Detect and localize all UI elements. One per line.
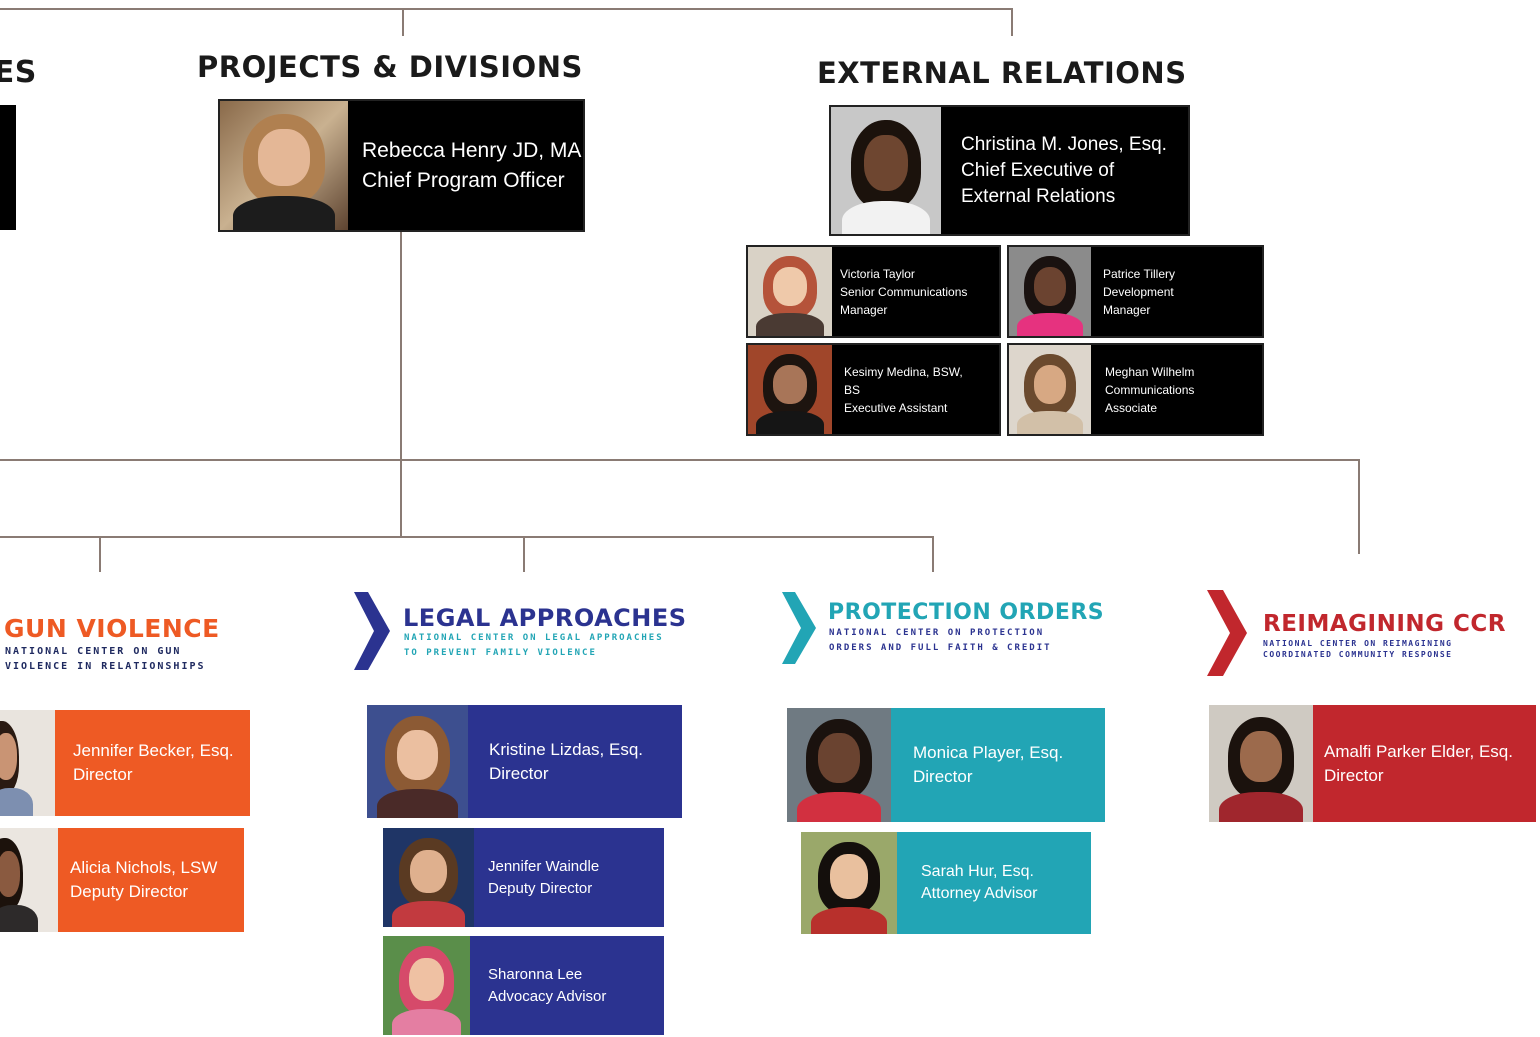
cut-off-card — [0, 105, 16, 230]
legal-staff-photo — [383, 936, 470, 1035]
protection-center-title: PROTECTION ORDERS — [828, 600, 1105, 625]
external-staff-photo — [1009, 345, 1091, 434]
cpo-title: Chief Program Officer — [362, 168, 565, 192]
legal-staff-card: Kristine Lizdas, Esq. Director — [367, 705, 682, 818]
gun-staff-name: Alicia Nichols, LSW — [70, 858, 218, 877]
external-staff-line1: Kesimy Medina, BSW, — [844, 364, 963, 379]
connector-gun-drop — [99, 536, 101, 572]
connector-legal-drop — [523, 536, 525, 572]
legal-staff-name: Sharonna Lee — [488, 965, 583, 983]
external-staff-card: Victoria Taylor Senior Communications Ma… — [746, 245, 1001, 338]
external-lead-photo — [831, 107, 941, 234]
external-lead-line1: Christina M. Jones, Esq. — [961, 133, 1167, 155]
external-staff-line2: Communications — [1105, 382, 1195, 397]
ccr-center-subtitle-line2: COORDINATED COMMUNITY RESPONSE — [1263, 650, 1453, 659]
connector-external-drop — [1011, 8, 1013, 36]
protection-staff-photo — [801, 832, 897, 934]
external-staff-line1: Meghan Wilhelm — [1105, 364, 1195, 379]
external-staff-photo — [748, 345, 832, 434]
ccr-center-subtitle: NATIONAL CENTER ON REIMAGINING COORDINAT… — [1263, 638, 1453, 660]
ccr-staff-name: Amalfi Parker Elder, Esq. — [1324, 741, 1513, 761]
legal-staff-title: Deputy Director — [488, 879, 593, 897]
legal-staff-name: Kristine Lizdas, Esq. — [489, 739, 644, 759]
external-staff-card: Meghan Wilhelm Communications Associate — [1007, 343, 1264, 436]
gun-staff-card: Jennifer Becker, Esq. Director — [0, 710, 250, 816]
external-staff-line2: Senior Communications — [840, 284, 968, 299]
external-lead-line2: Chief Executive of — [961, 159, 1115, 181]
ccr-staff-card: Amalfi Parker Elder, Esq. Director — [1209, 705, 1536, 822]
external-staff-line2: BS — [844, 382, 861, 397]
protection-staff-card: Monica Player, Esq. Director — [787, 708, 1105, 822]
external-staff-line3: Manager — [1103, 302, 1151, 317]
legal-center-subtitle: NATIONAL CENTER ON LEGAL APPROACHES TO P… — [404, 631, 664, 661]
external-staff-line3: Associate — [1105, 400, 1158, 415]
gun-staff-photo — [0, 828, 58, 932]
legal-staff-name: Jennifer Waindle — [488, 857, 600, 875]
protection-center-subtitle-line2: ORDERS AND FULL FAITH & CREDIT — [829, 643, 1052, 653]
gun-center-subtitle: NATIONAL CENTER ON GUN VIOLENCE IN RELAT… — [5, 644, 206, 674]
protection-center-subtitle: NATIONAL CENTER ON PROTECTION ORDERS AND… — [829, 626, 1052, 656]
cpo-name: Rebecca Henry JD, MA — [362, 138, 582, 162]
ccr-center-title: REIMAGINING CCR — [1263, 611, 1507, 637]
gun-staff-title: Deputy Director — [70, 882, 189, 901]
cpo-photo — [220, 101, 348, 230]
gun-center-title: GUN VIOLENCE — [4, 614, 220, 643]
external-lead-line3: External Relations — [961, 185, 1116, 207]
gun-staff-name: Jennifer Becker, Esq. — [73, 741, 234, 760]
legal-staff-photo — [367, 705, 468, 818]
section-heading-external: EXTERNAL RELATIONS — [817, 56, 1187, 90]
legal-staff-card: Sharonna Lee Advocacy Advisor — [383, 936, 664, 1035]
external-staff-card: Kesimy Medina, BSW, BS Executive Assista… — [746, 343, 1001, 436]
gun-center-subtitle-line1: NATIONAL CENTER ON GUN — [5, 646, 182, 657]
connector-top — [0, 8, 1013, 10]
external-staff-card: Patrice Tillery Development Manager — [1007, 245, 1264, 338]
gun-staff-photo — [0, 710, 55, 816]
protection-staff-title: Director — [913, 767, 973, 786]
external-staff-line1: Victoria Taylor — [840, 266, 915, 281]
protection-staff-card: Sarah Hur, Esq. Attorney Advisor — [801, 832, 1091, 934]
ccr-center-subtitle-line1: NATIONAL CENTER ON REIMAGINING — [1263, 639, 1453, 648]
legal-staff-photo — [383, 828, 474, 927]
cpo-card: Rebecca Henry JD, MA Chief Program Offic… — [218, 99, 585, 232]
protection-staff-title: Attorney Advisor — [921, 885, 1038, 902]
connector-mid — [0, 459, 1360, 461]
external-staff-photo — [1009, 247, 1091, 336]
external-staff-line1: Patrice Tillery — [1103, 266, 1176, 281]
external-staff-line3: Manager — [840, 302, 888, 317]
external-lead-card: Christina M. Jones, Esq. Chief Executive… — [829, 105, 1190, 236]
external-staff-photo — [748, 247, 832, 336]
legal-staff-title: Advocacy Advisor — [488, 987, 607, 1005]
section-heading-projects: PROJECTS & DIVISIONS — [197, 50, 583, 84]
legal-center-title: LEGAL APPROACHES — [403, 604, 687, 632]
legal-chevron-icon — [354, 592, 390, 670]
ccr-chevron-icon — [1207, 590, 1247, 676]
legal-staff-card: Jennifer Waindle Deputy Director — [383, 828, 664, 927]
protection-center-subtitle-line1: NATIONAL CENTER ON PROTECTION — [829, 628, 1045, 638]
connector-lower — [0, 536, 934, 538]
protection-chevron-icon — [782, 592, 816, 664]
gun-center-subtitle-line2: VIOLENCE IN RELATIONSHIPS — [5, 661, 206, 672]
connector-protection-drop — [932, 536, 934, 572]
legal-center-subtitle-line2: TO PREVENT FAMILY VIOLENCE — [404, 648, 597, 658]
external-staff-line3: Executive Assistant — [844, 400, 948, 415]
protection-staff-name: Sarah Hur, Esq. — [921, 863, 1034, 880]
legal-staff-title: Director — [489, 763, 549, 783]
legal-center-subtitle-line1: NATIONAL CENTER ON LEGAL APPROACHES — [404, 633, 664, 643]
gun-staff-card: Alicia Nichols, LSW Deputy Director — [0, 828, 244, 932]
connector-cpo-trunk — [400, 230, 402, 538]
gun-staff-title: Director — [73, 765, 133, 784]
section-heading-cut-off: VES — [0, 55, 37, 90]
ccr-staff-title: Director — [1324, 765, 1384, 785]
protection-staff-name: Monica Player, Esq. — [913, 743, 1064, 762]
protection-staff-photo — [787, 708, 891, 822]
connector-projects-drop — [402, 8, 404, 36]
connector-ccr-drop — [1358, 459, 1360, 554]
external-staff-line2: Development — [1103, 284, 1174, 299]
ccr-staff-photo — [1209, 705, 1313, 822]
